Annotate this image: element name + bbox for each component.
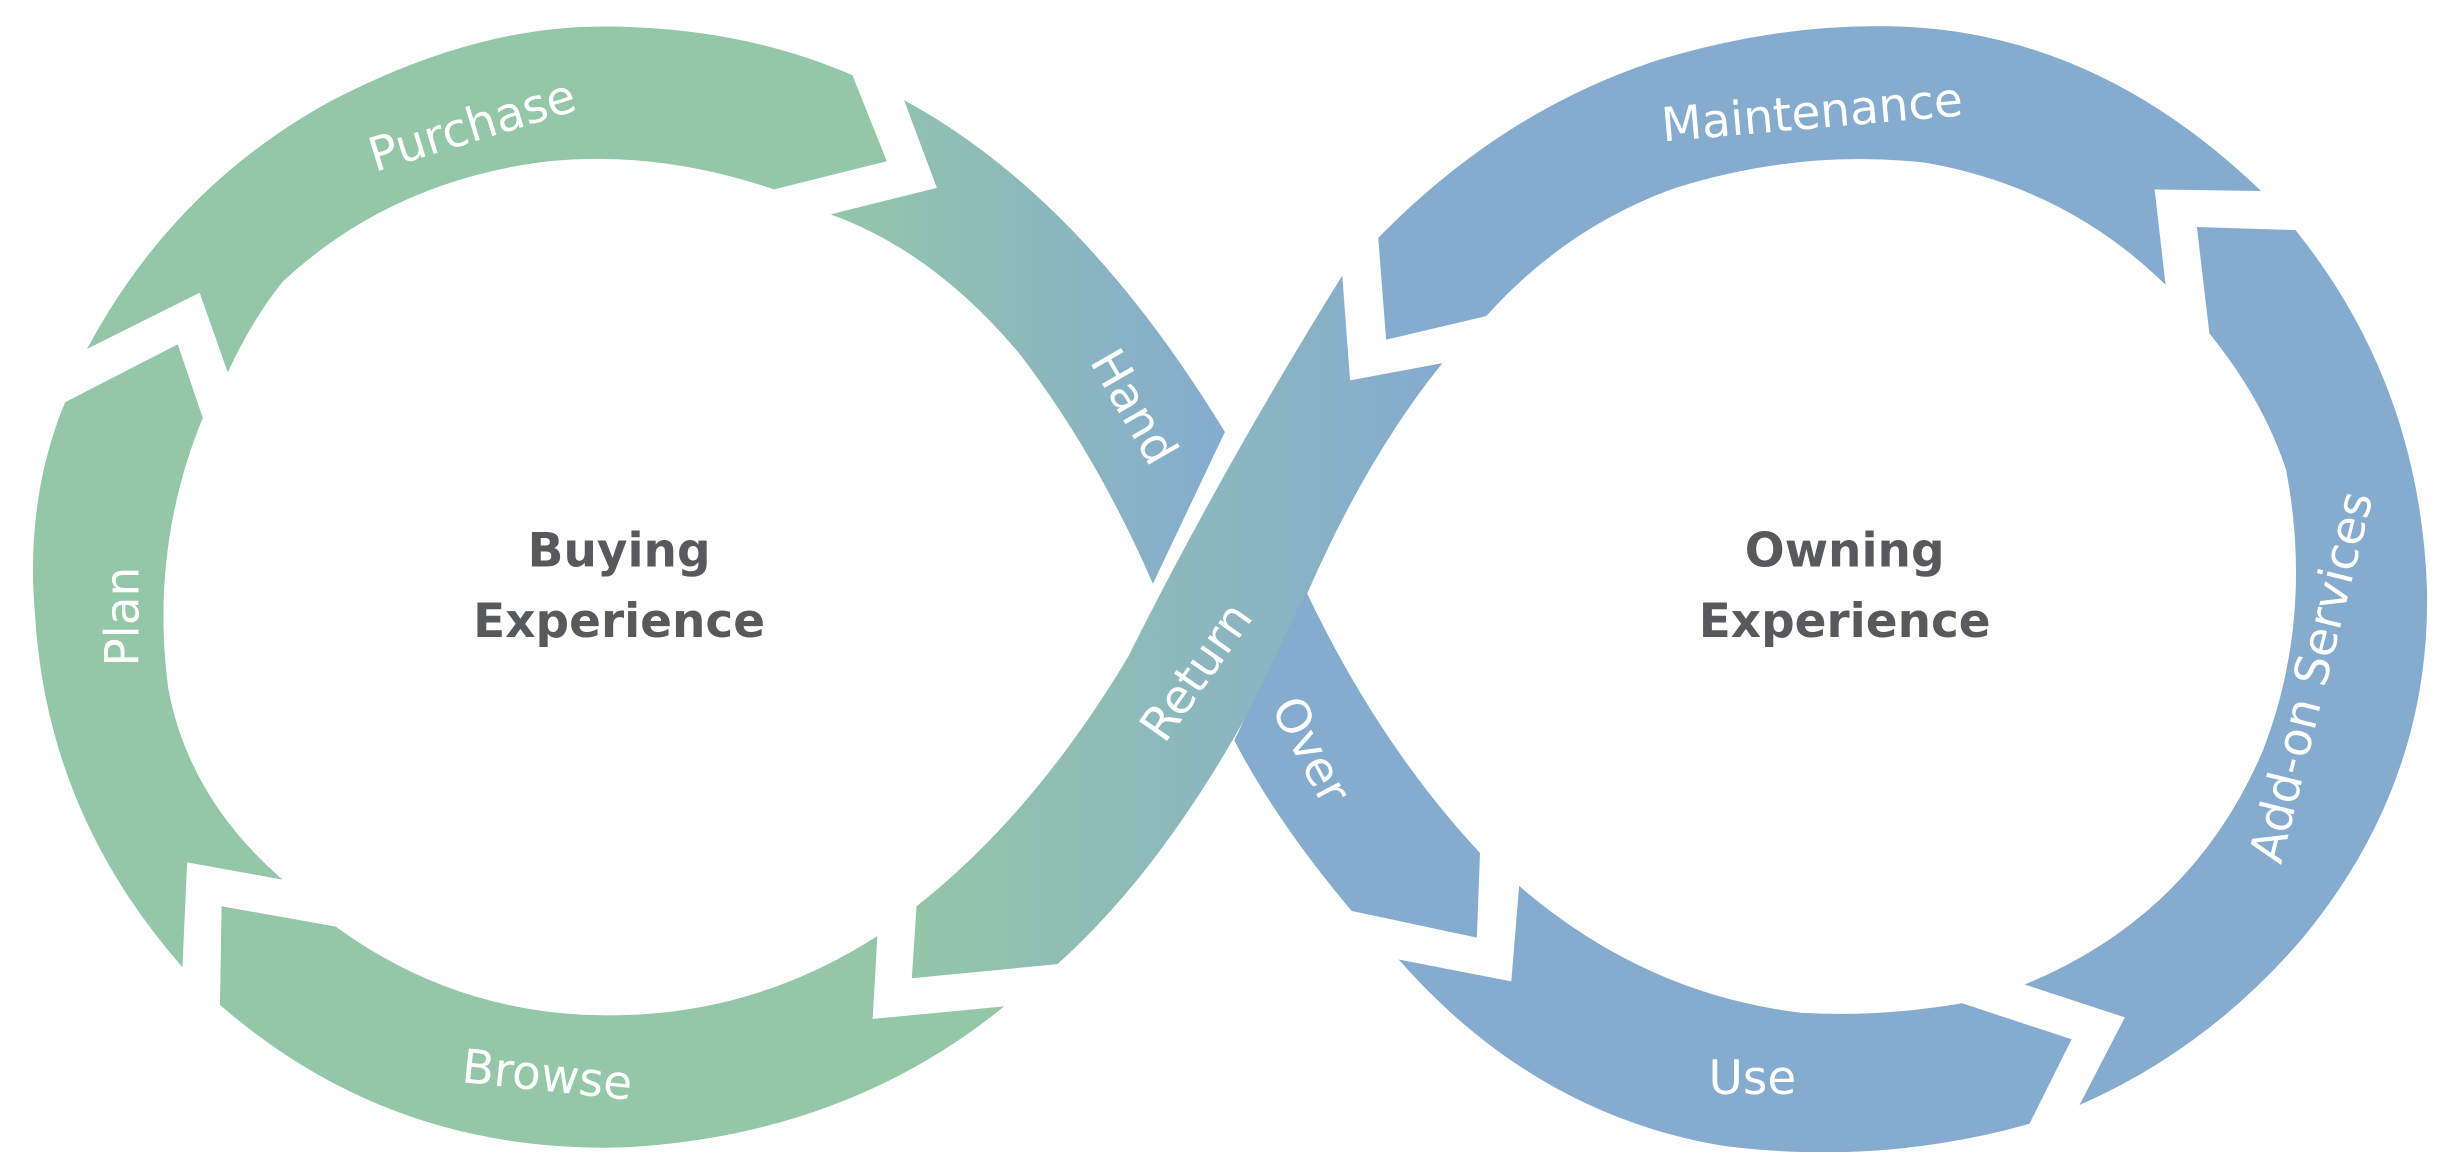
segment-browse — [220, 906, 1005, 1148]
segment-use — [1398, 885, 2072, 1153]
segment-maintenance — [1378, 26, 2262, 340]
segment-plan — [32, 344, 283, 968]
label-plan: Plan — [96, 567, 151, 667]
segment-return — [911, 275, 1443, 979]
owning-title-line1: Owning — [1745, 524, 1945, 579]
buying-title-line2: Experience — [473, 594, 765, 649]
label-use: Use — [1709, 1051, 1797, 1106]
segment-add-on-services — [2024, 226, 2428, 1106]
segment-purchase — [86, 26, 887, 373]
owning-title-line2: Experience — [1699, 594, 1991, 649]
segment-over — [1234, 591, 1480, 938]
segment-hand — [830, 100, 1225, 584]
buying-title-line1: Buying — [528, 524, 711, 579]
